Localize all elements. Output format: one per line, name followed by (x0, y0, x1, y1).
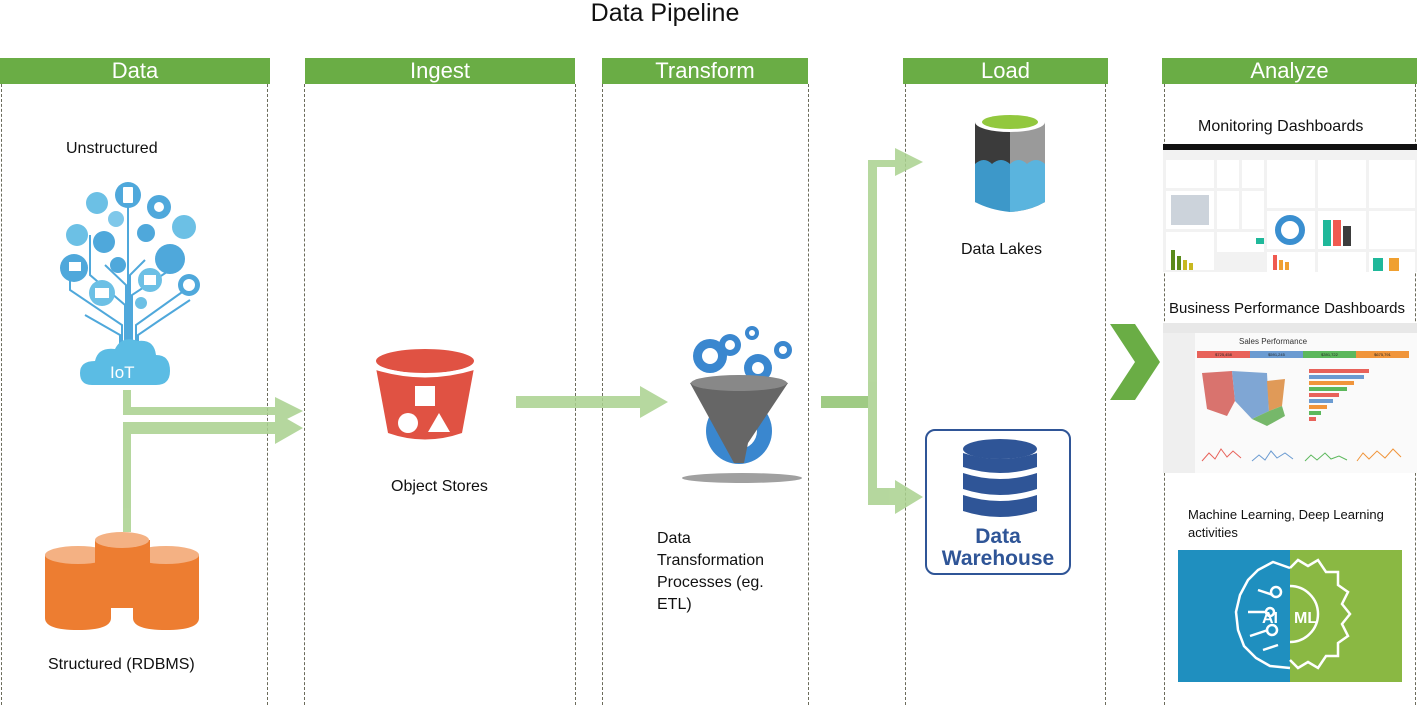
kpi-value: $591,245 (1250, 351, 1303, 358)
diagram-title: Data Pipeline (590, 0, 740, 27)
iot-label: IoT (110, 363, 135, 382)
label-line: Machine Learning, Deep Learning (1188, 507, 1384, 522)
kpi-value: $391,722 (1303, 351, 1356, 358)
iot-tree-icon (60, 182, 200, 385)
battery-icon (137, 224, 155, 242)
ml-panel (1290, 550, 1402, 682)
label-line: Data (975, 525, 1021, 548)
signal-icon (86, 192, 108, 214)
label-line: Processes (eg. (657, 574, 764, 591)
kpi-strip: $725,458 $591,245 $391,722 $675,791 (1197, 351, 1409, 358)
arrow-transform-to-load (821, 396, 870, 408)
object-store-bucket-icon (375, 349, 475, 440)
column-divider (304, 84, 305, 705)
column-header-transform: Transform (602, 58, 808, 84)
label-line: Transformation (657, 552, 764, 569)
monitoring-dashboard-thumbnail (1163, 144, 1417, 272)
label-line: ETL) (657, 596, 692, 613)
column-divider (267, 84, 268, 705)
ai-text: AI (1262, 610, 1278, 627)
sales-performance-title: Sales Performance (1238, 337, 1308, 346)
ml-activities-label: Machine Learning, Deep Learning activiti… (1188, 506, 1384, 542)
chevron-right-icon (1110, 324, 1160, 400)
kpi-value: $725,458 (1197, 351, 1250, 358)
column-divider (1105, 84, 1106, 705)
shopping-cart-icon (66, 224, 88, 246)
structured-label: Structured (RDBMS) (48, 656, 195, 673)
column-divider (602, 84, 603, 705)
arrow-iot-to-ingest (123, 390, 303, 425)
label-line: Data (657, 530, 691, 547)
coffee-icon (93, 231, 115, 253)
arrow-rdbms-to-ingest (123, 412, 303, 532)
data-warehouse-box: Data Warehouse (925, 429, 1071, 575)
column-header-ingest: Ingest (305, 58, 575, 84)
ai-ml-brain-gear-icon: AI ML (1234, 558, 1352, 670)
label-line: Warehouse (941, 547, 1055, 570)
data-lakes-label: Data Lakes (961, 241, 1042, 258)
rdbms-database-icon (45, 532, 199, 630)
wifi-icon (172, 215, 196, 239)
share-icon (110, 257, 126, 273)
ml-text: ML (1294, 610, 1317, 627)
business-dashboard-thumbnail: Sales Performance $725,458 $591,245 $391… (1163, 323, 1417, 473)
data-lake-icon (975, 112, 1045, 212)
arrow-to-data-lakes (868, 148, 923, 514)
dashboard-tiles (1166, 160, 1415, 272)
column-divider (905, 84, 906, 705)
column-header-data: Data (0, 58, 270, 84)
object-stores-label: Object Stores (391, 478, 488, 495)
column-header-analyze: Analyze (1162, 58, 1417, 84)
column-divider (575, 84, 576, 705)
data-warehouse-label: Data Warehouse (927, 526, 1069, 570)
column-divider (808, 84, 809, 705)
fan-icon (108, 211, 124, 227)
column-header-load: Load (903, 58, 1108, 84)
label-line: activities (1188, 525, 1238, 540)
monitoring-dashboards-label: Monitoring Dashboards (1198, 118, 1364, 135)
arrow-ingest-to-transform (516, 386, 668, 418)
kpi-value: $675,791 (1356, 351, 1409, 358)
twitter-icon (155, 244, 185, 274)
column-divider (1, 84, 2, 705)
business-dashboards-label: Business Performance Dashboards (1169, 300, 1405, 317)
etl-funnel-gears-icon (682, 326, 802, 483)
unstructured-label: Unstructured (66, 140, 158, 157)
transform-process-label: Data Transformation Processes (eg. ETL) (657, 528, 764, 616)
database-icon (963, 439, 1037, 517)
sales-charts (1201, 369, 1402, 462)
